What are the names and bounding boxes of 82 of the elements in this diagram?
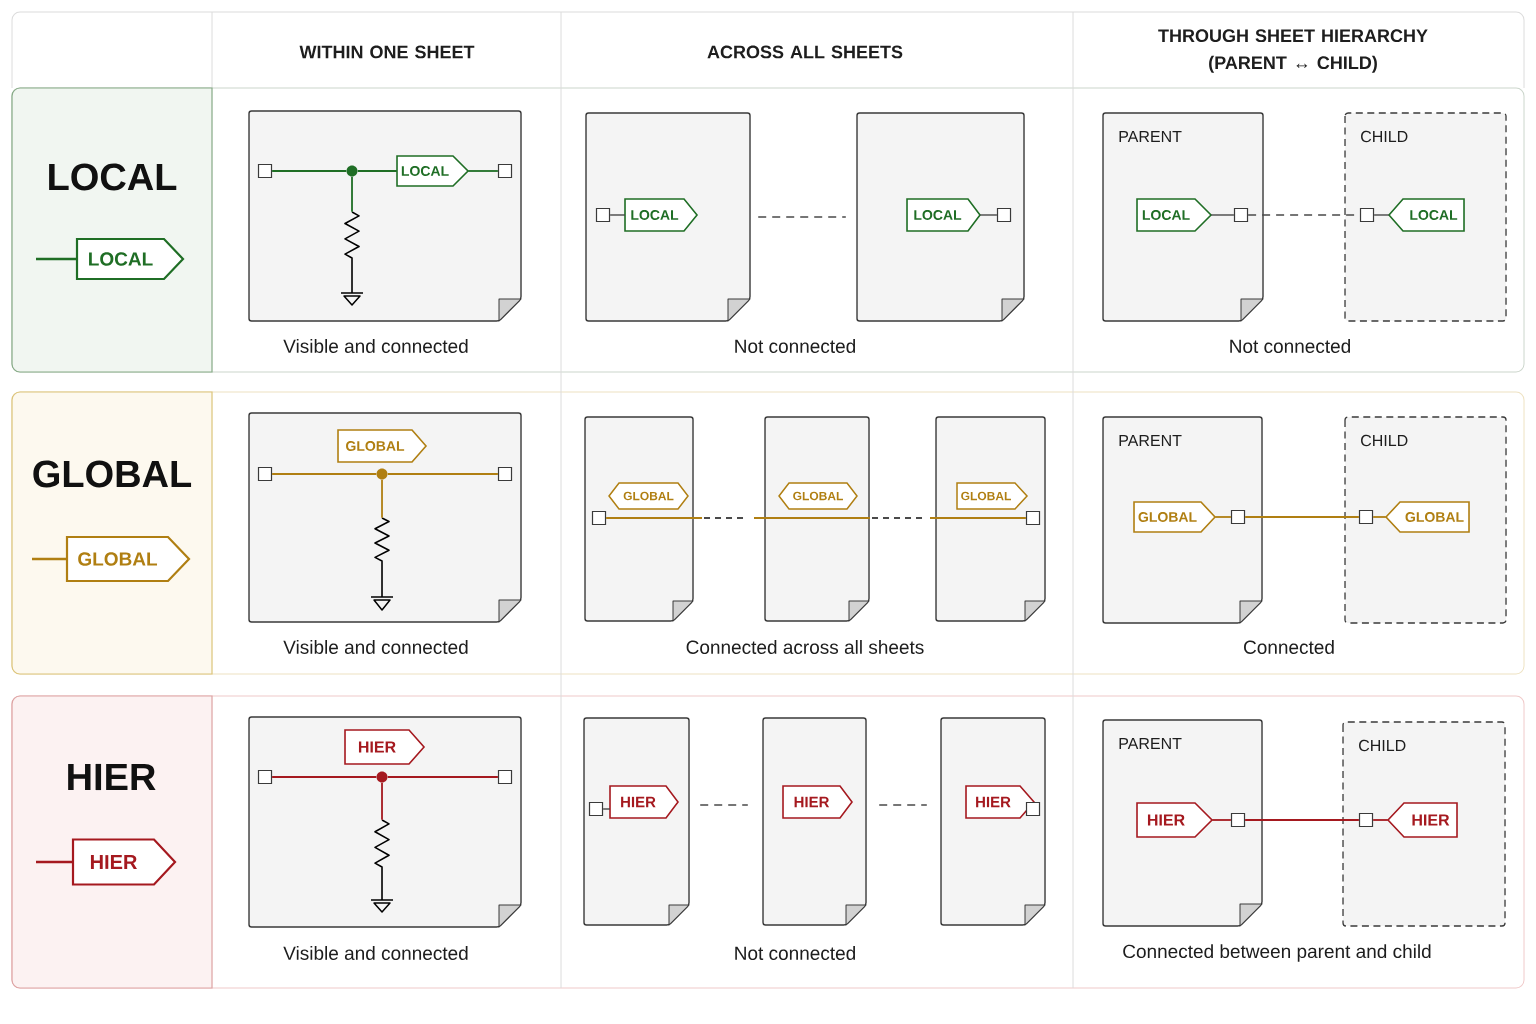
caption: Not connected [735,339,855,353]
dashed-line [878,804,928,806]
pin [257,769,273,785]
grounded-resistor-symbol [370,517,394,611]
net-label: HIER [71,838,177,886]
dashed-line [757,216,847,218]
pin [591,510,607,526]
pin [1025,510,1041,526]
wire [386,473,499,475]
wire [1372,516,1387,518]
pin [497,769,513,785]
pin [1359,207,1375,223]
wire [609,214,626,216]
caption: Visible and connected [283,946,468,960]
caption: Connected [1244,640,1334,654]
pin [595,207,611,223]
net-label: GLOBAL [1133,501,1217,533]
net-label: LOCAL [1136,198,1213,232]
net-label: LOCAL [906,198,981,232]
caption: Visible and connected [283,339,468,353]
net-label: HIER [782,785,853,819]
wire [602,808,611,810]
sheet [762,717,867,926]
wire [351,175,353,213]
sheet [856,112,1025,322]
wire [1244,819,1360,821]
wire [1210,214,1235,216]
wire [36,257,77,261]
wire [1211,819,1232,821]
caption: Visible and connected [283,640,468,654]
caption: Not connected [1230,339,1350,353]
pin [497,466,513,482]
net-label: LOCAL [75,237,185,281]
net-label: HIER [344,729,426,765]
sheet [248,110,522,322]
wire [979,214,998,216]
pin [1233,207,1249,223]
wire [386,776,499,778]
pin [1230,812,1246,828]
sheet [935,416,1046,622]
net-label: LOCAL [624,198,699,232]
caption: Not connected [735,946,855,960]
net-label: GLOBAL [65,535,191,583]
pin [1230,509,1246,525]
wire [467,170,499,172]
sheet [764,416,870,622]
column-header: WITHIN ONE SHEET [299,45,475,59]
grounded-resistor-symbol [340,211,364,306]
sheet [248,412,522,623]
pin [257,163,273,179]
wire [32,557,67,561]
pin [1358,812,1374,828]
sheet [585,112,751,322]
wire [381,478,383,519]
wire [271,776,378,778]
wire [1244,516,1360,518]
wire [36,860,73,864]
pin [1025,801,1041,817]
wire [356,170,398,172]
pin [588,801,604,817]
pin [1358,509,1374,525]
wire [381,781,383,821]
wire [271,473,378,475]
net-label: HIER [609,785,679,819]
wire [1214,516,1232,518]
grounded-resistor-symbol [370,819,394,913]
wire [271,170,348,172]
net-label: LOCAL [396,155,470,187]
wire [1373,214,1390,216]
wire [1372,819,1389,821]
column-header: THROUGH SHEET HIERARCHY (PARENT ↔ CHILD) [1158,29,1428,73]
column-header: ACROSS ALL SHEETS [707,45,903,59]
caption: Connected across all sheets [686,640,924,654]
net-label: GLOBAL [956,482,1029,510]
dashed-line [699,804,749,806]
dashed-line [605,517,1027,519]
pin [257,466,273,482]
caption: Connected between parent and child [1123,944,1431,962]
sheet [248,716,522,928]
pin [996,207,1012,223]
net-label: GLOBAL [337,429,428,463]
pin [497,163,513,179]
